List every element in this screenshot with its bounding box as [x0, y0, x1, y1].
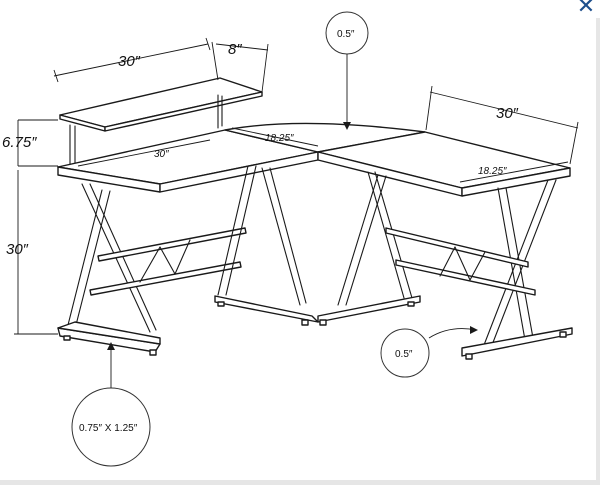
left-leg-frame [57, 183, 247, 356]
left-top-width-label: 30″ [154, 149, 169, 160]
leg-size-text: 0.75″ X 1.25″ [79, 423, 138, 434]
top-thickness-text: 0.5″ [337, 29, 355, 40]
callout-foot-thickness: 0.5″ [380, 326, 478, 378]
desk-height-label: 30″ [6, 241, 29, 258]
frame-border-bottom [0, 480, 600, 485]
dimension-labels: 30″ 8″ 6.75″ 30″ 30″ 18.25″ 30″ 18.25″ [2, 41, 519, 258]
close-icon[interactable]: ✕ [576, 0, 596, 19]
shelf-depth-label: 8″ [228, 41, 242, 58]
callout-leg-size: 0.75″ X 1.25″ [71, 342, 151, 467]
corner-left-label: 18.25″ [265, 133, 294, 144]
right-desktop [224, 122, 571, 197]
dimension-lines [14, 37, 579, 335]
foot-thickness-text: 0.5″ [395, 349, 413, 360]
right-depth-label: 18.25″ [478, 166, 507, 177]
callout-top-thickness: 0.5″ [325, 11, 369, 130]
shelf [59, 77, 263, 166]
right-leg-frame [385, 179, 573, 360]
shelf-width-label: 30″ [118, 53, 141, 70]
right-width-label: 30″ [496, 105, 519, 122]
center-leg-frame [214, 165, 421, 326]
shelf-height-label: 6.75″ [2, 134, 37, 151]
frame-border-right [596, 18, 600, 480]
